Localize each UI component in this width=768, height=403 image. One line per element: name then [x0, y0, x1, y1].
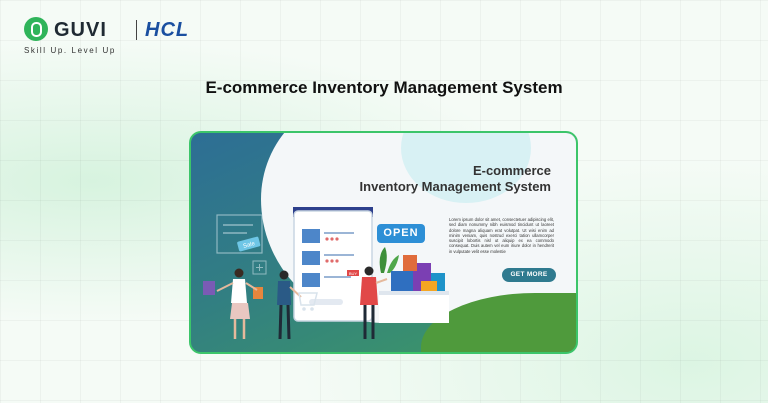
hcl-wordmark: HCL: [145, 19, 190, 41]
guvi-logo-icon: [24, 17, 48, 41]
shopkeeper-icon: [360, 266, 388, 339]
shopping-cart-icon: [298, 292, 318, 311]
shopper-man-icon: [277, 270, 302, 340]
banner-description: Lorem ipsum dolor sit amet, consectetuer…: [449, 217, 554, 254]
page-title: E-commerce Inventory Management System: [205, 78, 563, 97]
sale-tag-label: Sale: [243, 241, 257, 250]
buy-tag-label: BUY: [349, 271, 358, 276]
brand-tagline: Skill Up. Level Up: [24, 46, 116, 55]
hero-banner: Sale BUY: [189, 131, 578, 354]
shop-illustration: Sale BUY: [203, 207, 449, 340]
brand-divider: [136, 20, 137, 40]
shop-counter-icon: [379, 291, 449, 323]
product-boxes-icon: [391, 255, 445, 291]
product-card-outline-icon: [216, 214, 267, 275]
get-more-button[interactable]: GET MORE: [502, 268, 556, 282]
sale-tag-icon: Sale: [237, 236, 261, 252]
banner-title-line2: Inventory Management System: [359, 179, 551, 194]
open-sign: OPEN: [377, 224, 425, 243]
shopper-woman-icon: [203, 268, 263, 339]
plant-icon: [379, 247, 399, 273]
guvi-wordmark: GUVI: [54, 19, 107, 41]
banner-title-line1: E-commerce: [472, 163, 551, 178]
